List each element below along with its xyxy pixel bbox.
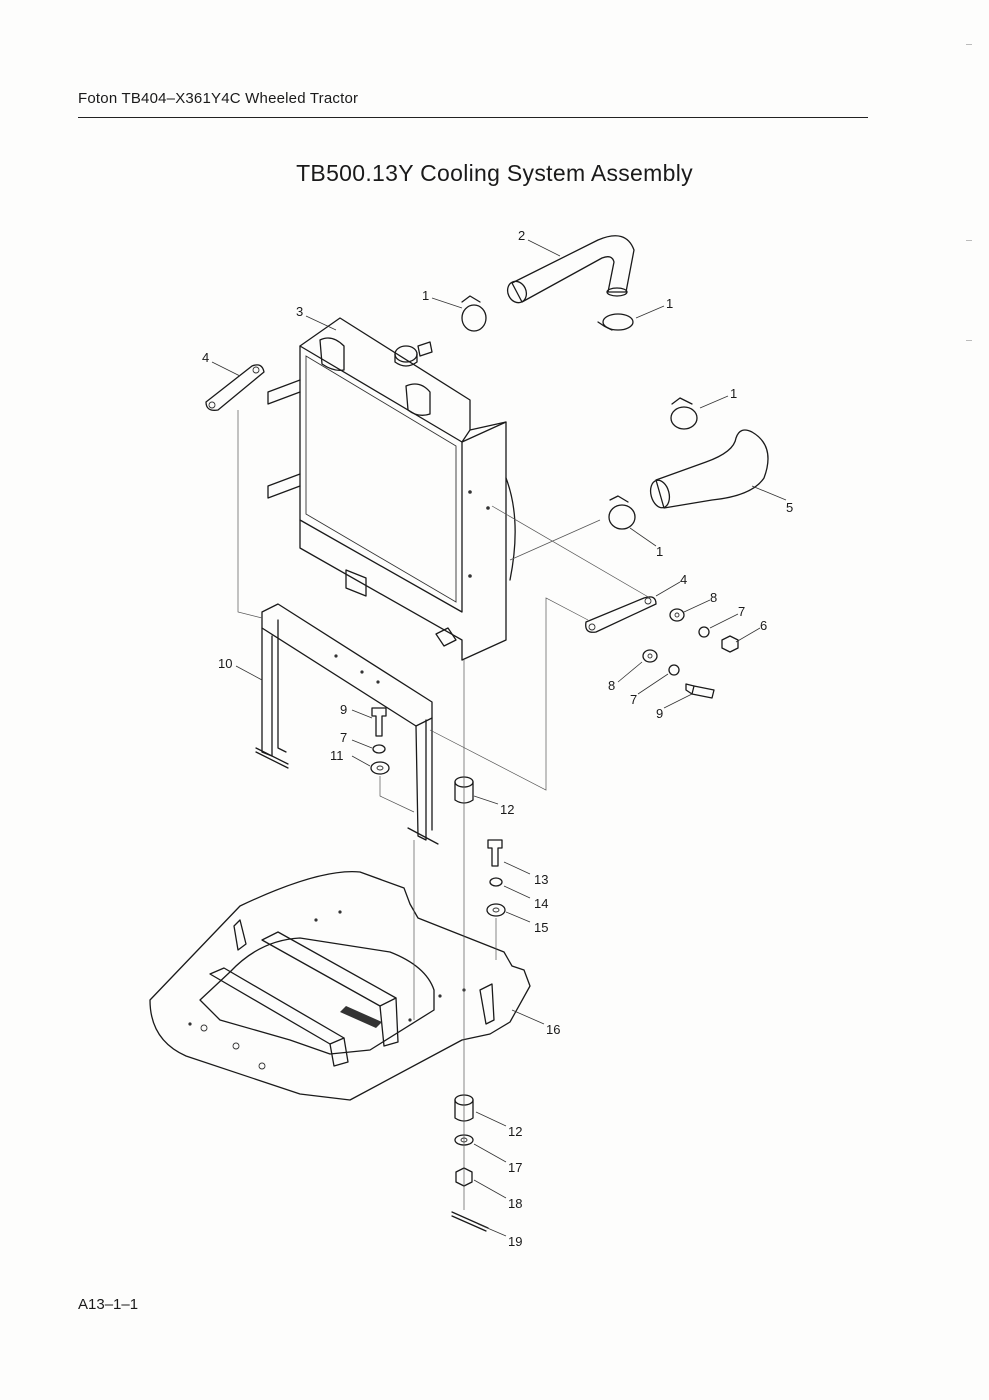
callout-1: 1 (422, 288, 429, 303)
callout-16: 16 (546, 1022, 560, 1037)
scan-speck (966, 240, 972, 241)
assembly-center-lines (237, 410, 651, 1210)
cotter-pin-19 (451, 1211, 489, 1232)
callout-4: 4 (202, 350, 209, 365)
lock-washer-14 (489, 877, 503, 887)
washer-8-lower (642, 649, 658, 663)
callout-4: 4 (680, 572, 687, 587)
page-code: A13–1–1 (78, 1296, 139, 1313)
callout-9: 9 (340, 702, 347, 717)
callout-7: 7 (340, 730, 347, 745)
page-header: Foton TB404–X361Y4C Wheeled Tractor (78, 90, 359, 107)
callout-11: 11 (330, 748, 344, 763)
callout-7: 7 (738, 604, 745, 619)
flat-washer-11 (370, 761, 390, 775)
callout-3: 3 (296, 304, 303, 319)
callout-2: 2 (518, 228, 525, 243)
leader-lines (211, 239, 787, 1237)
bolt-9-left (371, 707, 387, 737)
callout-12: 12 (508, 1124, 522, 1139)
callout-5: 5 (786, 500, 793, 515)
base-plate (149, 870, 531, 1101)
page-title: TB500.13Y Cooling System Assembly (296, 160, 693, 186)
bolt-13 (487, 839, 503, 867)
support-bracket-right (585, 596, 657, 633)
upper-hose (506, 235, 635, 304)
bolt-9-right (685, 683, 715, 699)
scan-speck (966, 340, 972, 341)
hose-clamp-lower-top (670, 397, 698, 430)
radiator (267, 317, 516, 661)
nut-6 (721, 635, 739, 653)
callout-7: 7 (630, 692, 637, 707)
callout-9: 9 (656, 706, 663, 721)
callout-1: 1 (730, 386, 737, 401)
callout-19: 19 (508, 1234, 522, 1249)
washer-8-upper (669, 608, 685, 622)
callout-14: 14 (534, 896, 548, 911)
header-rule (78, 117, 868, 118)
lower-hose (649, 429, 769, 509)
callout-12: 12 (500, 802, 514, 817)
scan-speck (966, 44, 972, 45)
flat-washer-15 (486, 903, 506, 917)
callout-10: 10 (218, 656, 232, 671)
callout-labels: 2 1 1 3 4 1 5 1 4 8 7 6 8 7 9 10 9 7 11 … (202, 228, 793, 1249)
lock-washer-7-upper (698, 626, 710, 638)
callout-17: 17 (508, 1160, 522, 1175)
support-bracket-left (205, 364, 265, 411)
hose-clamp-lower-bottom (608, 495, 636, 530)
callout-8: 8 (710, 590, 717, 605)
callout-8: 8 (608, 678, 615, 693)
callout-1: 1 (666, 296, 673, 311)
hose-clamp-upper-left (461, 295, 487, 332)
radiator-stand-frame (255, 603, 439, 845)
callout-6: 6 (760, 618, 767, 633)
lock-washer-7-lower (668, 664, 680, 676)
callout-13: 13 (534, 872, 548, 887)
lock-washer-7-left (372, 744, 386, 754)
callout-18: 18 (508, 1196, 522, 1211)
callout-15: 15 (534, 920, 548, 935)
hose-clamp-upper-right (597, 313, 634, 331)
callout-1: 1 (656, 544, 663, 559)
